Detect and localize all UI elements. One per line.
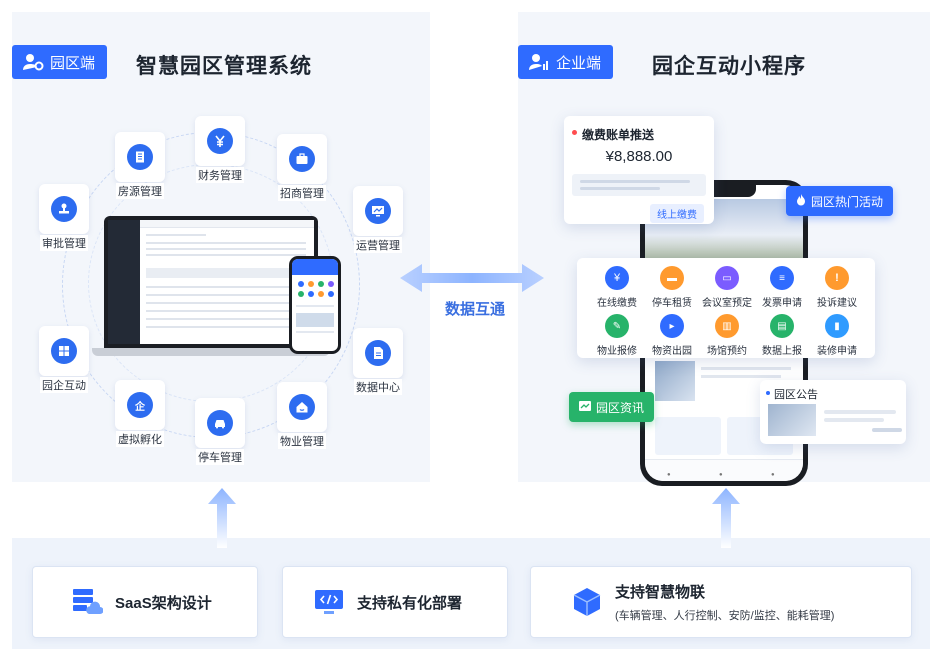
hot-activity-label: 园区热门活动 [811,194,884,209]
module-operation[interactable]: 运营管理 [350,186,406,254]
feature-iot-subtitle: (车辆管理、人行控制、安防/监控、能耗管理) [615,610,835,622]
service-online-payment[interactable]: ¥ 在线缴费 [589,266,645,309]
park-side-tag: 园区端 [12,45,108,79]
car-icon [207,410,233,436]
venue-icon: ▥ [715,314,739,338]
server-cloud-icon [73,589,103,614]
module-label: 招商管理 [278,185,326,201]
user-gear-icon [23,54,44,71]
park-notice-title: 园区公告 [774,389,818,401]
up-arrow-icon [712,488,740,548]
flame-icon [796,193,806,209]
trend-chart-icon [579,400,591,414]
yuan-icon [207,128,233,154]
house-icon [289,394,315,420]
mini-program-title: 园企互动小程序 [652,55,806,78]
module-label: 物业管理 [278,433,326,449]
module-property[interactable]: 物业管理 [274,382,330,450]
pay-online-button[interactable]: 线上缴费 [650,204,704,223]
monitor-icon: ▭ [715,266,739,290]
small-phone-mockup [289,256,341,354]
hot-activity-tag[interactable]: 园区热门活动 [786,186,894,216]
service-decoration[interactable]: ▮ 装修申请 [809,314,865,357]
up-arrow-icon [208,488,236,548]
feature-private-deploy-title: 支持私有化部署 [357,594,463,612]
yuan-icon: ¥ [605,266,629,290]
service-parking-rental[interactable]: ▬ 停车租赁 [644,266,700,309]
feature-saas: SaaS架构设计 [32,566,258,638]
paint-roller-icon: ▮ [825,314,849,338]
service-meeting-room[interactable]: ▭ 会议室预定 [699,266,755,309]
stamp-icon [51,196,77,222]
bidirectional-arrow-icon [400,264,544,292]
cube-icon [573,588,601,616]
module-label: 运营管理 [354,237,402,253]
printer-icon: ≡ [770,266,794,290]
park-side-tag-label: 园区端 [50,54,96,72]
module-incubation[interactable]: 企 虚拟孵化 [112,380,168,448]
feature-saas-title: SaaS架构设计 [115,594,212,612]
module-finance[interactable]: 财务管理 [192,116,248,184]
park-news-tag[interactable]: 园区资讯 [569,392,655,422]
park-news-label: 园区资讯 [596,400,645,415]
briefcase-icon [289,146,315,172]
document-icon [365,340,391,366]
services-grid-card: ¥ 在线缴费 ▬ 停车租赁 ▭ 会议室预定 ≡ 发票申请 ! 投诉建议 ✎ 物业… [577,258,875,358]
feature-iot-title: 支持智慧物联 [615,584,706,601]
notice-image [768,404,816,436]
service-venue-booking[interactable]: ▥ 场馆预约 [699,314,755,357]
monitor-chart-icon [365,198,391,224]
module-label: 虚拟孵化 [116,431,164,447]
module-label: 财务管理 [196,167,244,183]
module-interaction[interactable]: 园企互动 [36,326,92,394]
service-goods-exit[interactable]: ▸ 物资出园 [644,314,700,357]
building-icon [127,144,153,170]
module-label: 审批管理 [40,235,88,251]
service-repair[interactable]: ✎ 物业报修 [589,314,645,357]
dashboard-screen [108,220,314,344]
service-invoice[interactable]: ≡ 发票申请 [754,266,810,309]
enterprise-icon: 企 [127,392,153,418]
service-data-report[interactable]: ▤ 数据上报 [754,314,810,357]
park-notice-card[interactable]: 园区公告 [760,380,906,444]
alert-icon: ! [825,266,849,290]
user-chart-icon [529,54,548,70]
grid-icon [51,338,77,364]
wrench-icon: ✎ [605,314,629,338]
feature-private-deploy: 支持私有化部署 [282,566,508,638]
module-approval[interactable]: 审批管理 [36,184,92,252]
nav-service-icon[interactable]: ● [719,472,723,478]
bill-amount: ¥8,888.00 [605,148,673,165]
module-label: 房源管理 [116,183,164,199]
truck-icon: ▸ [660,314,684,338]
data-sync-label: 数据互通 [444,301,505,318]
module-label: 停车管理 [196,449,244,465]
code-monitor-icon [315,590,343,614]
car-icon: ▬ [660,266,684,290]
park-system-title: 智慧园区管理系统 [136,55,312,78]
report-icon: ▤ [770,314,794,338]
module-label: 园企互动 [40,377,88,393]
module-housing[interactable]: 房源管理 [112,132,168,200]
module-parking[interactable]: 停车管理 [192,398,248,466]
feature-iot: 支持智慧物联 (车辆管理、人行控制、安防/监控、能耗管理) [530,566,912,638]
bill-push-card: 缴费账单推送 ¥8,888.00 线上缴费 [564,116,714,224]
laptop-mockup [92,216,330,356]
module-data-center[interactable]: 数据中心 [350,328,406,396]
bill-card-title: 缴费账单推送 [582,128,655,142]
service-complaint[interactable]: ! 投诉建议 [809,266,865,309]
module-investment[interactable]: 招商管理 [274,134,330,202]
enterprise-side-tag-label: 企业端 [556,54,602,72]
module-label: 数据中心 [354,379,402,395]
nav-home-icon[interactable]: ● [667,472,671,478]
nav-profile-icon[interactable]: ● [771,472,775,478]
enterprise-side-tag: 企业端 [518,45,614,79]
